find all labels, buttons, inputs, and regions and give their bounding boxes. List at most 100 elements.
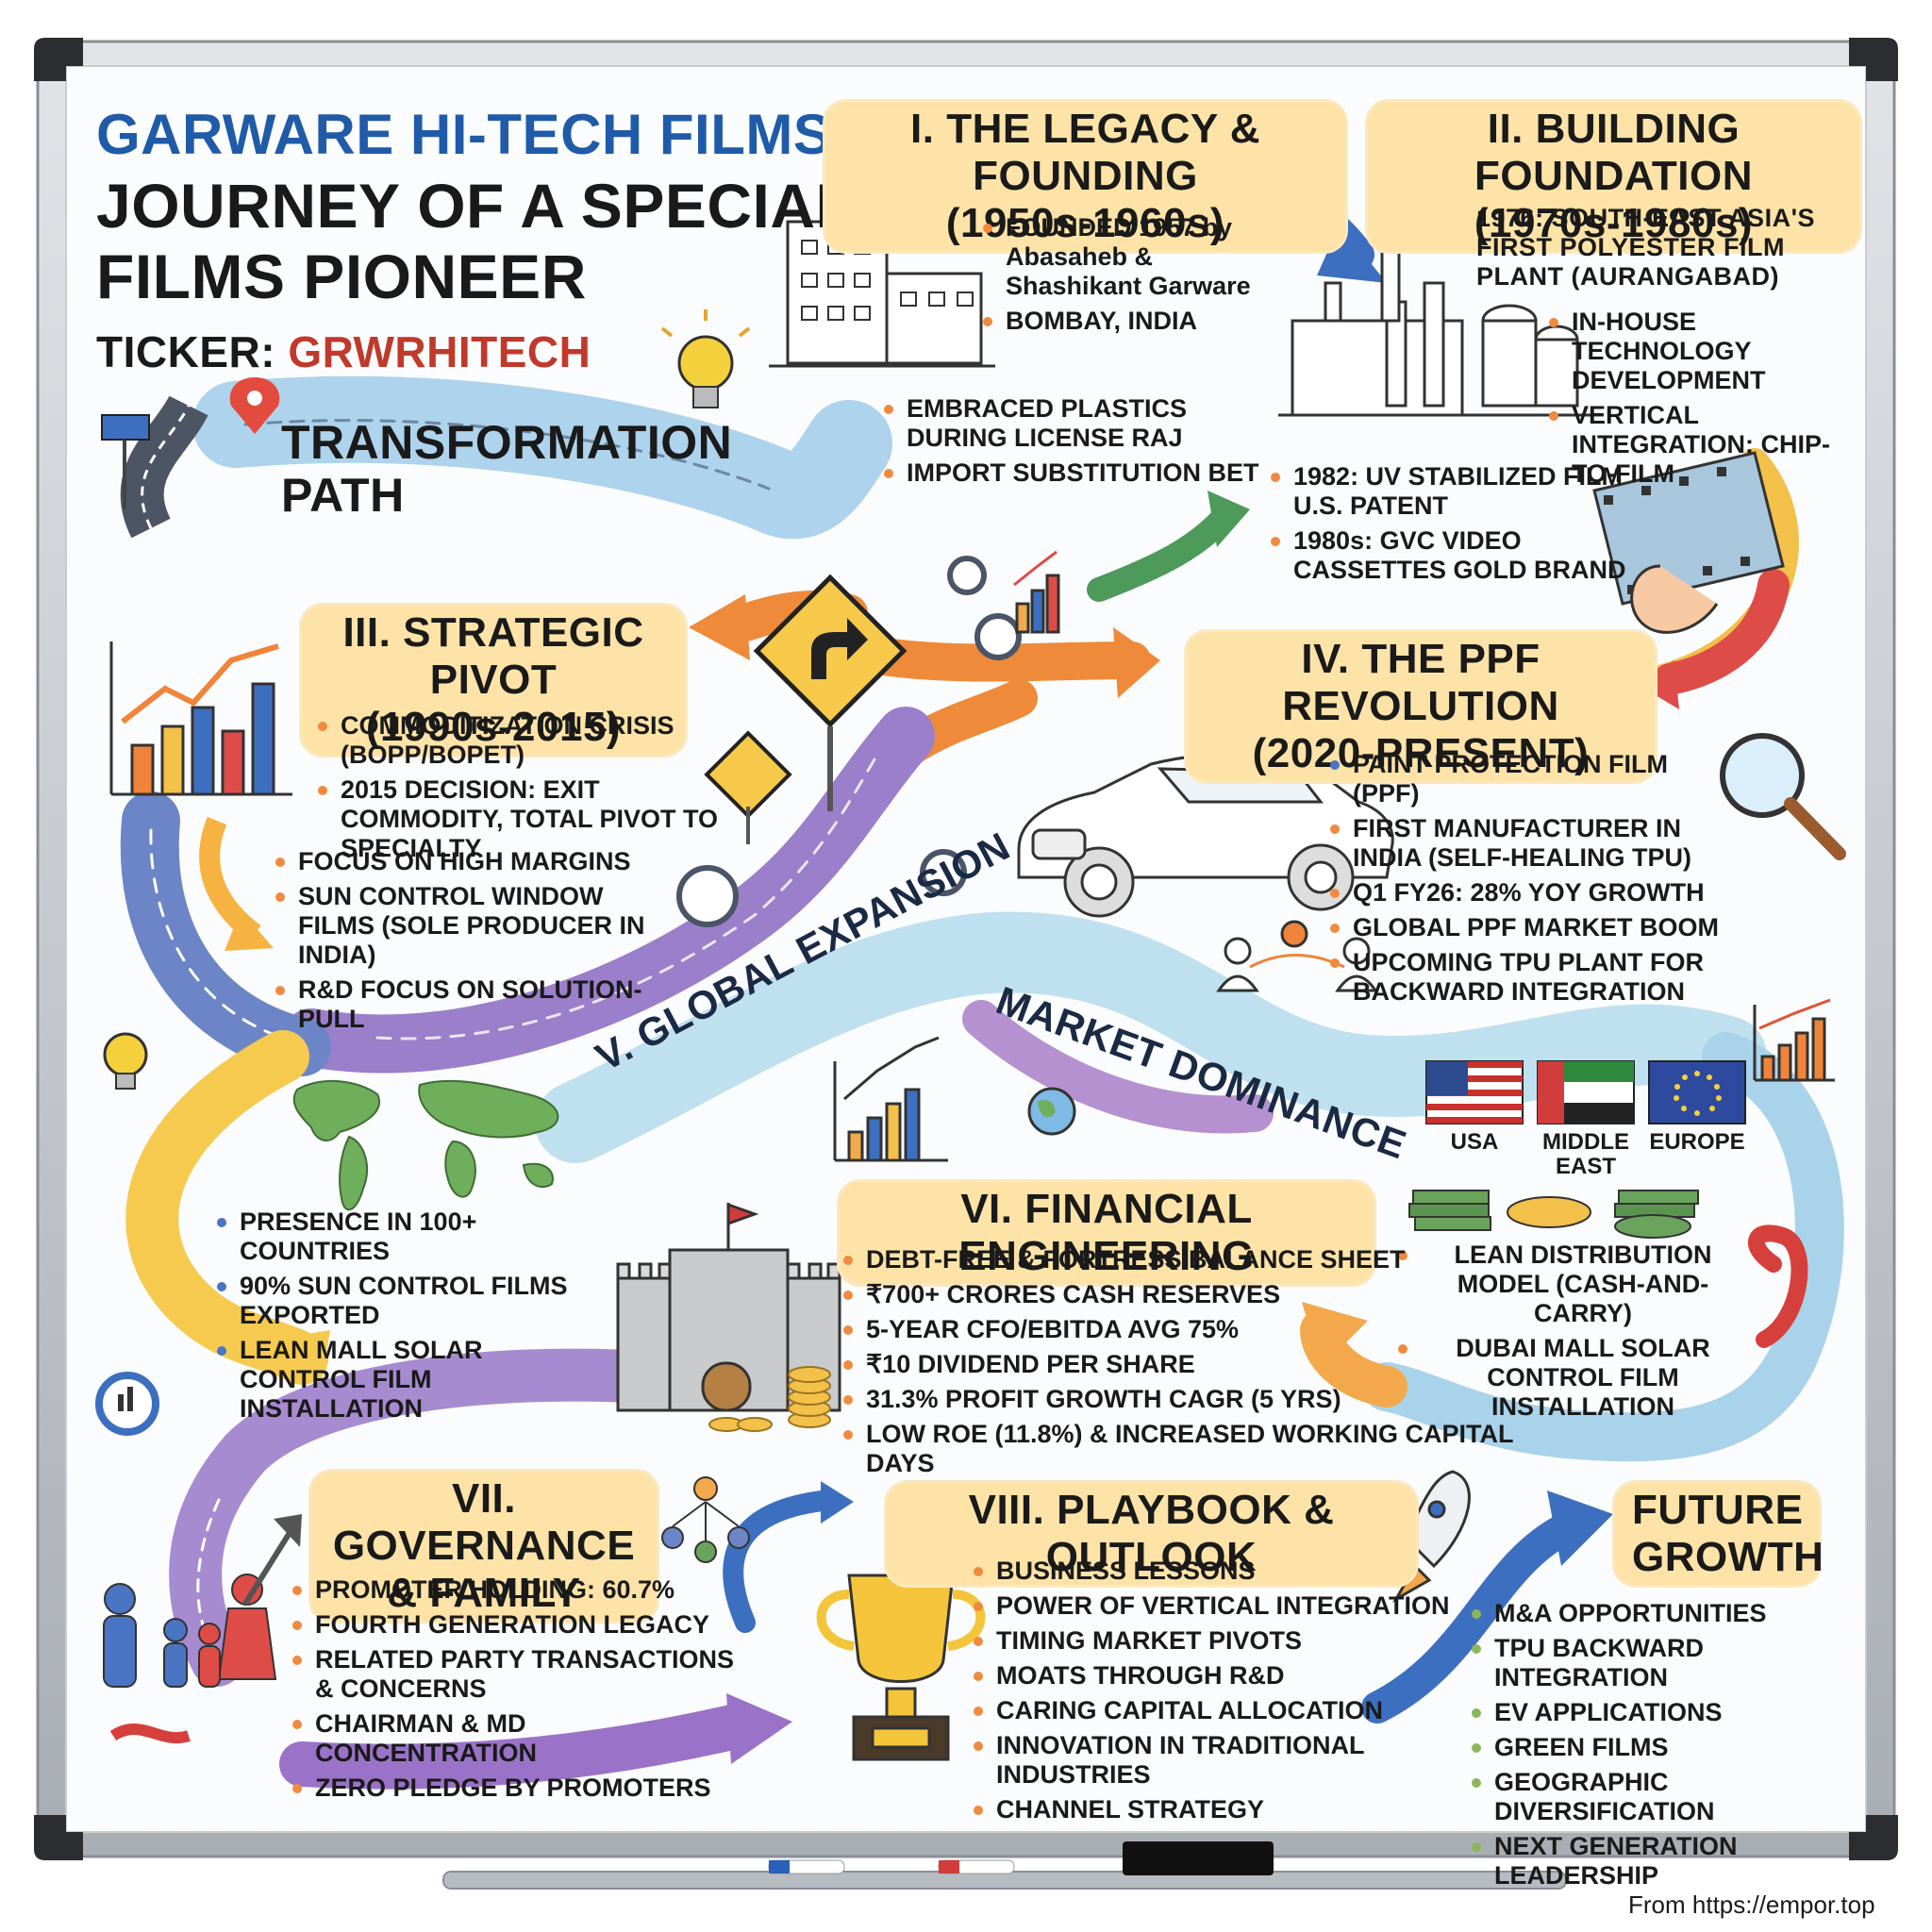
list-item: TPU BACKWARD INTEGRATION (1470, 1634, 1866, 1692)
section-5-right-list: LEAN DISTRIBUTION MODEL (CASH-AND-CARRY)… (1396, 1241, 1745, 1427)
future-growth-heading-line-1: FUTURE (1632, 1487, 1804, 1533)
list-item: BUSINESS LESSONS (972, 1557, 1462, 1586)
path-banner-line-2: PATH (281, 469, 405, 522)
section-4-heading: IV. THE PPF REVOLUTION (2020-PRESENT) (1187, 632, 1655, 781)
list-item: FOUNDED 1957 by Abasaheb & Shashikant Ga… (981, 213, 1264, 301)
list-item: 1980s: GVC VIDEO CASSETTES GOLD BRAND (1269, 526, 1646, 585)
magnifier-icon (1720, 733, 1846, 860)
section-2-heading: II. BUILDING FOUNDATION (1970s-1980s) (1368, 102, 1859, 251)
list-item: 90% SUN CONTROL FILMS EXPORTED (215, 1272, 611, 1330)
list-item: BOMBAY, INDIA (981, 307, 1264, 336)
family-icon (103, 1574, 277, 1688)
arrow-head-orange-left (689, 594, 750, 660)
cash-stack-icon (1408, 1190, 1699, 1239)
list-item: 5-YEAR CFO/EBITDA AVG 75% (841, 1315, 1521, 1344)
ribbon-icon (109, 1723, 191, 1744)
list-item: TIMING MARKET PIVOTS (972, 1626, 1462, 1656)
list-item: IMPORT SUBSTITUTION BET (882, 458, 1259, 488)
section-3-heading-line-1: III. STRATEGIC PIVOT (342, 609, 644, 703)
source-credit: From https://empor.top (1628, 1890, 1875, 1919)
list-item: Q1 FY26: 28% YOY GROWTH (1328, 878, 1724, 908)
list-item: 2015 DECISION: EXIT COMMODITY, TOTAL PIV… (316, 775, 736, 863)
sketch-chart-icon (833, 1036, 948, 1162)
section-7-list: PROMOTER HOLDING: 60.7% FOURTH GENERATIO… (291, 1575, 734, 1808)
uae-flag-icon (1537, 1060, 1635, 1124)
list-item: ₹10 DIVIDEND PER SHARE (841, 1350, 1521, 1379)
growth-chart-icon (1013, 550, 1060, 634)
road-icon (101, 394, 208, 539)
section-3-heading: III. STRATEGIC PIVOT (1990s-2015) (302, 606, 685, 755)
list-item: LOW ROE (11.8%) & INCREASED WORKING CAPI… (841, 1420, 1521, 1478)
section-3-heading-line-2: (1990s-2015) (365, 704, 622, 750)
list-item: CHAIRMAN & MD CONCENTRATION (291, 1709, 734, 1768)
section-7-heading: VII. GOVERNANCE & FAMILY (311, 1472, 657, 1621)
arrow-head-green (1208, 491, 1250, 547)
section-3-list: COMMODITIZATION CRISIS (BOPP/BOPET) 2015… (316, 711, 736, 869)
arrow-head-yellow (274, 1330, 330, 1387)
location-pin-icon (229, 377, 280, 434)
list-item: DUBAI MALL SOLAR CONTROL FILM INSTALLATI… (1396, 1334, 1745, 1422)
list-item: EMBRACED PLASTICS DURING LICENSE RAJ (882, 394, 1259, 453)
curved-arrow-orange (199, 816, 274, 951)
section-2-intro: 1976: SOUTH-EAST ASIA'S FIRST POLYESTER … (1476, 204, 1815, 291)
ticker-value: GRWRHITECH (288, 327, 591, 376)
hand-icon (1630, 564, 1719, 634)
section-4-list: PAINT PROTECTION FILM (PPF) FIRST MANUFA… (1328, 750, 1724, 1012)
list-item: FOURTH GENERATION LEGACY (291, 1610, 734, 1640)
list-item: EV APPLICATIONS (1470, 1698, 1866, 1727)
section-2-heading-line-1: II. BUILDING FOUNDATION (1474, 106, 1754, 199)
title-line-3: FILMS PIONEER (96, 242, 587, 311)
section-4-heading-line-1: IV. THE PPF REVOLUTION (1282, 636, 1559, 729)
section-6-heading: VI. FINANCIAL ENGINEERING (840, 1182, 1374, 1284)
list-item: COMMODITIZATION CRISIS (BOPP/BOPET) (316, 711, 736, 770)
settings-gear-icon (95, 1372, 159, 1436)
list-item: POWER OF VERTICAL INTEGRATION (972, 1591, 1462, 1621)
turn-sign-icon (704, 574, 908, 844)
list-item: CARING CAPITAL ALLOCATION (972, 1696, 1462, 1725)
section-4-heading-line-2: (2020-PRESENT) (1252, 730, 1590, 776)
globe-icon (1027, 1087, 1076, 1136)
list-item: SUN CONTROL WINDOW FILMS (SOLE PRODUCER … (274, 882, 679, 970)
list-item: ZERO PLEDGE BY PROMOTERS (291, 1774, 734, 1803)
section-6-list: DEBT-FREE & FORTRESS BALANCE SHEET ₹700+… (841, 1245, 1521, 1484)
arrow-up-icon (242, 1514, 302, 1606)
eu-flag-icon (1648, 1060, 1746, 1124)
list-item: M&A OPPORTUNITIES (1470, 1599, 1866, 1628)
section-8-list: BUSINESS LESSONS POWER OF VERTICAL INTEG… (972, 1557, 1462, 1830)
flag-label-europe: EUROPE (1649, 1129, 1745, 1155)
section-1-heading: I. THE LEGACY & FOUNDING (1950s-1960s) (825, 102, 1345, 251)
eraser-icon (1123, 1841, 1274, 1875)
corner-bottom-right (1849, 1815, 1898, 1860)
corner-bottom-left (34, 1815, 83, 1860)
corner-top-right (1849, 38, 1898, 81)
list-item: INNOVATION IN TRADITIONAL INDUSTRIES (972, 1731, 1462, 1790)
list-item: PRESENCE IN 100+ COUNTRIES (215, 1208, 611, 1266)
ticker-label: TICKER: (96, 327, 276, 376)
list-item: ₹700+ CRORES CASH RESERVES (841, 1280, 1521, 1309)
list-item: GLOBAL PPF MARKET BOOM (1328, 913, 1724, 942)
list-item: NEXT GENERATION LEADERSHIP (1470, 1832, 1866, 1890)
list-item: MOATS THROUGH R&D (972, 1661, 1462, 1690)
flag-label-middle-east: MIDDLE EAST (1542, 1129, 1629, 1179)
section-1-heading-line-1: I. THE LEGACY & FOUNDING (910, 106, 1260, 199)
corner-top-left (34, 38, 83, 81)
title-line-1: GARWARE HI-TECH FILMS: (96, 103, 851, 166)
list-item: 1982: UV STABILIZED FILM U.S. PATENT (1269, 462, 1646, 521)
list-item: VERTICAL INTEGRATION: CHIP-TO-FILM (1547, 401, 1858, 489)
list-item: RELATED PARTY TRANSACTIONS & CONCERNS (291, 1645, 734, 1704)
section-7-heading-line-1: VII. GOVERNANCE (332, 1475, 636, 1569)
arrow-head-orange-back (1302, 1302, 1368, 1368)
growth-chart-icon-right (1753, 998, 1835, 1082)
list-item: PROMOTER HOLDING: 60.7% (291, 1575, 734, 1605)
list-item: FOCUS ON HIGH MARGINS (274, 847, 679, 876)
bar-chart-icon (109, 641, 292, 796)
marker-tray (442, 1871, 1567, 1890)
list-item: LEAN DISTRIBUTION MODEL (CASH-AND-CARRY) (1396, 1241, 1745, 1328)
arrow-head-purple (726, 1693, 792, 1764)
org-chart-icon (661, 1476, 750, 1563)
list-item: FIRST MANUFACTURER IN INDIA (SELF-HEALIN… (1328, 814, 1724, 873)
trophy-icon (816, 1574, 986, 1761)
lightbulb-icon-left (103, 1032, 148, 1090)
section-1-list: FOUNDED 1957 by Abasaheb & Shashikant Ga… (981, 213, 1264, 341)
